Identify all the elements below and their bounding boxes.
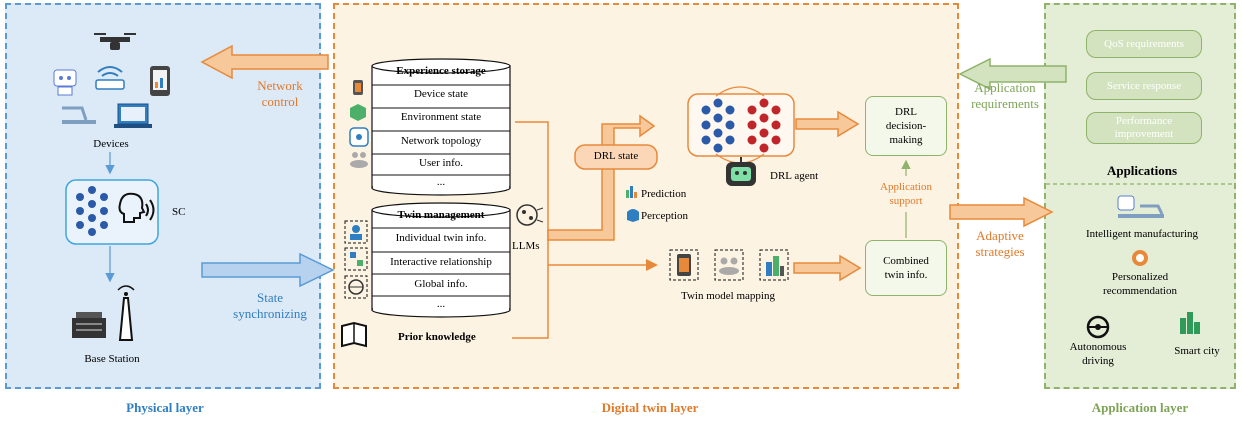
prior-knowledge-label: Prior knowledge [398,331,476,343]
db-row-network-topology: Network topology [400,135,482,147]
db-row-ellipsis: ... [436,176,446,188]
mapping-tablet-icon [669,249,699,281]
db-row-environment-state: Environment state [400,111,482,123]
neural-network-icon [76,186,108,236]
application-layer-label: Application layer [1091,400,1189,415]
twin-person-icon [344,220,368,244]
experience-storage-db [371,58,511,196]
smart-city-icon [1180,312,1200,334]
devices-label: Devices [93,138,129,150]
steering-wheel-icon [1086,315,1110,339]
drone-icon [94,33,136,50]
qos-requirements-pill: QoS requirements [1086,30,1202,58]
prediction-label: Prediction [641,188,687,200]
drl-state-box [574,144,658,170]
mapping-users-icon [714,249,744,281]
twin-management: Twin management Individual twin info. In… [372,204,510,314]
blue-neural-network-icon [701,98,735,153]
twin-model-mapping-label: Twin model mapping [681,290,775,302]
db-row-ellipsis-2: ... [436,298,446,310]
drl-agent-robot-icon [726,157,756,186]
twin-management-db [371,202,511,318]
environment-icon [350,104,366,121]
robot-icon [53,69,77,96]
robot-arm-icon [62,106,96,124]
llm-icon [516,204,544,226]
llms-label: LLMs [512,240,540,252]
recommendation-icon [1132,250,1148,266]
server-icon [72,312,106,338]
book-icon [341,321,367,348]
network-control-arrow [200,44,329,80]
twin-management-title: Twin management [397,209,485,221]
performance-improvement-pill: Performance improvement [1086,112,1202,144]
applications-title: Applications [1106,163,1178,178]
antenna-icon [117,285,135,341]
perception-icon [627,209,639,222]
db-row-individual-twin: Individual twin info. [395,232,487,244]
perception-label: Perception [641,210,689,222]
router-icon [95,66,125,90]
manufacturing-icon [1117,195,1164,218]
prediction-icon [626,186,637,198]
twin-relation-icon [344,247,368,271]
application-layer-panel [1044,3,1236,389]
physical-layer-label: Physical layer [126,400,204,415]
phone-icon [353,80,363,95]
db-row-global-info: Global info. [414,278,468,290]
experience-storage: Experience storage Device state Environm… [372,60,510,188]
db-row-user-info: User info. [419,157,463,169]
red-neural-network-icon [747,98,781,153]
laptop-icon [114,103,152,128]
mapping-city-icon [759,249,789,281]
llm-to-drl-arrow [547,114,656,241]
db-row-device-state: Device state [413,88,469,100]
base-station-label: Base Station [84,353,140,365]
service-response-pill: Service response [1086,72,1202,100]
speaking-head-icon [118,192,155,223]
users-icon [350,152,368,168]
globe-icon [344,275,368,299]
drl-state-label: DRL state [593,150,639,162]
drl-agent-label: DRL agent [770,170,819,182]
intelligent-manufacturing-label: Intelligent manufacturing [1085,228,1199,240]
digital-twin-layer-label: Digital twin layer [601,400,699,415]
topology-icon [349,127,369,147]
tablet-icon [150,66,170,96]
state-sync-arrow [201,252,335,288]
smart-city-label: Smart city [1174,345,1220,357]
experience-storage-title: Experience storage [396,65,486,77]
sc-label: SC [172,206,186,218]
db-row-interactive-relationship: Interactive relationship [390,256,492,268]
